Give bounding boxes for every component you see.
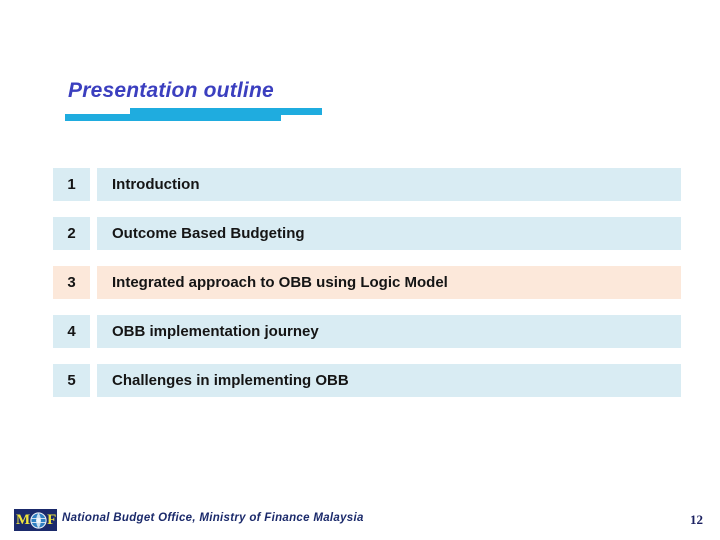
page-title: Presentation outline bbox=[68, 79, 274, 102]
list-item[interactable]: 1 Introduction bbox=[53, 168, 681, 201]
title-block: Presentation outline bbox=[64, 78, 484, 128]
list-item-number: 1 bbox=[53, 168, 90, 201]
list-item-number: 2 bbox=[53, 217, 90, 250]
list-item[interactable]: 5 Challenges in implementing OBB bbox=[53, 364, 681, 397]
outline-list: 1 Introduction 2 Outcome Based Budgeting… bbox=[53, 168, 681, 413]
list-item-number: 5 bbox=[53, 364, 90, 397]
list-item[interactable]: 4 OBB implementation journey bbox=[53, 315, 681, 348]
list-item-spacer bbox=[90, 168, 97, 201]
mof-letter-f: F bbox=[47, 511, 57, 528]
list-item-spacer bbox=[90, 364, 97, 397]
page-number: 12 bbox=[690, 512, 703, 527]
list-item-number: 3 bbox=[53, 266, 90, 299]
title-underline-upper bbox=[130, 108, 322, 115]
list-item-spacer bbox=[90, 315, 97, 348]
globe-emblem-icon bbox=[30, 511, 47, 529]
list-item-spacer bbox=[90, 266, 97, 299]
list-item-spacer bbox=[90, 217, 97, 250]
list-item-number: 4 bbox=[53, 315, 90, 348]
mof-letter-m: M bbox=[16, 511, 31, 528]
organization-name: National Budget Office, Ministry of Fina… bbox=[62, 512, 364, 524]
mof-logo: M F bbox=[14, 509, 57, 531]
list-item-label: Challenges in implementing OBB bbox=[97, 364, 681, 397]
list-item[interactable]: 2 Outcome Based Budgeting bbox=[53, 217, 681, 250]
list-item-label: Introduction bbox=[97, 168, 681, 201]
list-item-label: Outcome Based Budgeting bbox=[97, 217, 681, 250]
list-item[interactable]: 3 Integrated approach to OBB using Logic… bbox=[53, 266, 681, 299]
slide-footer: M F National Budget Office, Ministry of … bbox=[0, 504, 720, 540]
list-item-label: Integrated approach to OBB using Logic M… bbox=[97, 266, 681, 299]
list-item-label: OBB implementation journey bbox=[97, 315, 681, 348]
title-underline-lower bbox=[65, 114, 281, 121]
